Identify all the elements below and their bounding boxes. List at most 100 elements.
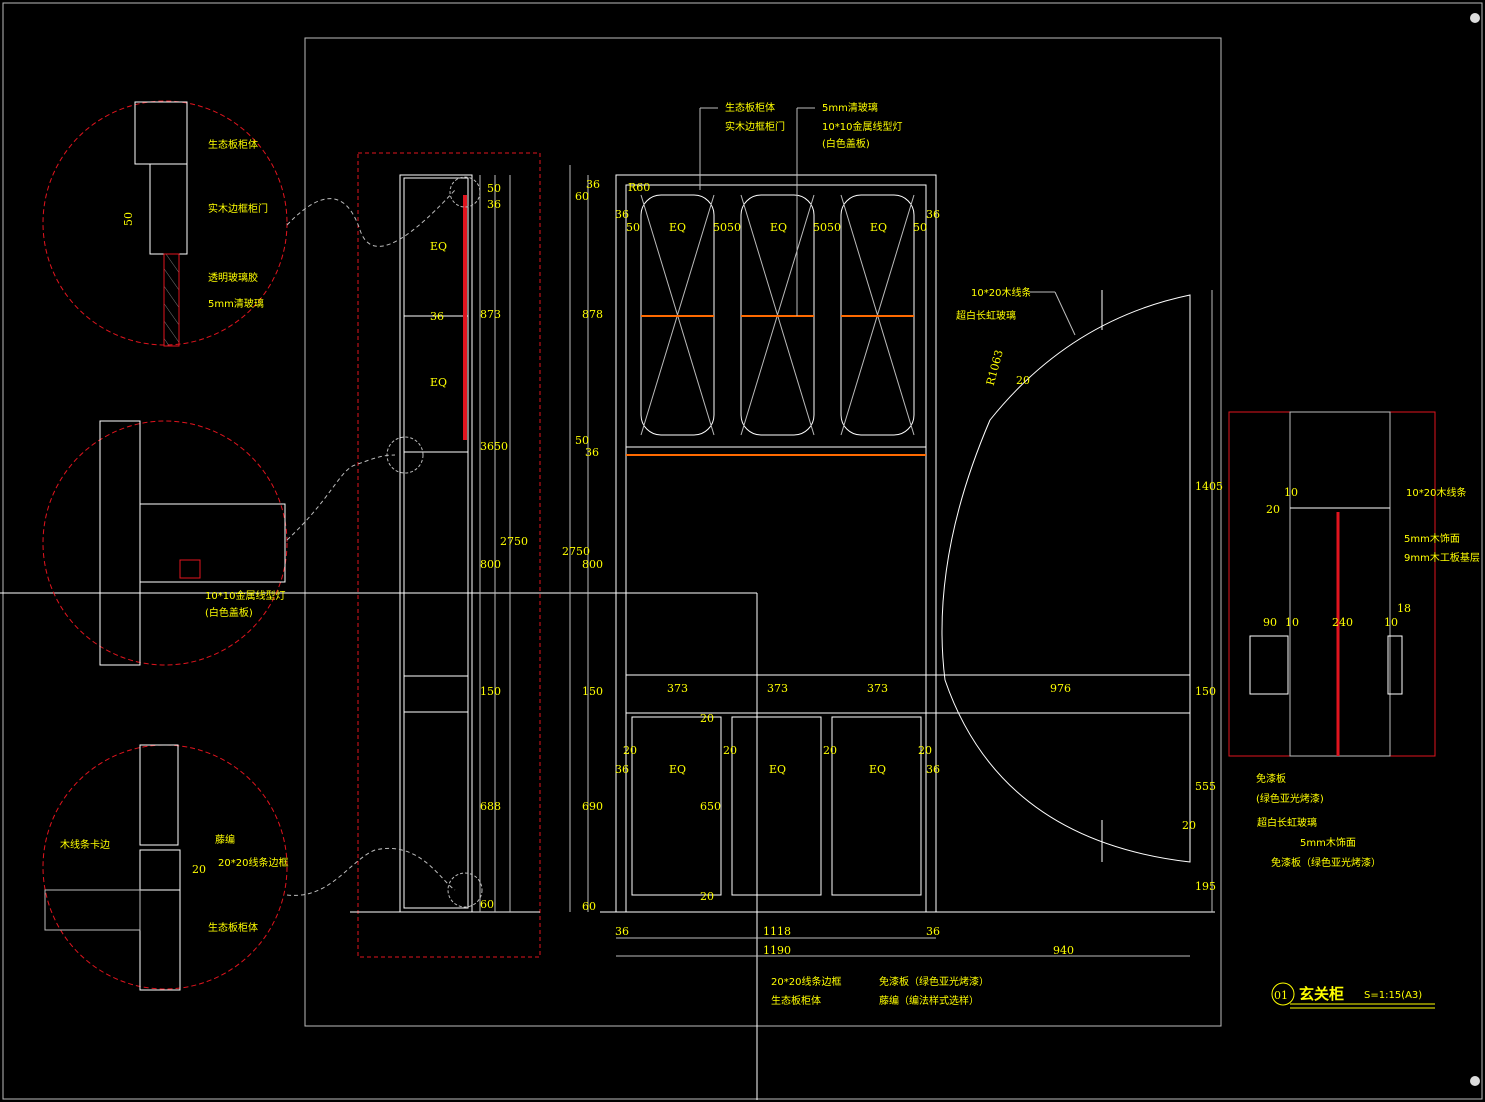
callouts-section: 10*20木线条 5mm木饰面 9mm木工板基层 免漆板 (绿色亚光烤漆) 超白…: [1256, 486, 1480, 869]
svg-text:150: 150: [1195, 685, 1216, 698]
svg-text:5mm清玻璃: 5mm清玻璃: [208, 297, 264, 310]
svg-text:10: 10: [1384, 616, 1398, 629]
svg-text:实木边框柜门: 实木边框柜门: [208, 202, 268, 215]
drawing-title: 玄关柜: [1299, 985, 1344, 1003]
callout: 9mm木工板基层: [1404, 551, 1480, 564]
svg-text:10: 10: [1284, 486, 1298, 499]
callouts-circles: 生态板柜体 实木边框柜门 透明玻璃胶 5mm清玻璃 50 10*10金属线型灯 …: [60, 138, 288, 934]
svg-text:90: 90: [1263, 616, 1277, 629]
leader-curve: [286, 454, 396, 541]
svg-text:50: 50: [626, 221, 640, 234]
detail-circle-bottom: [42, 744, 288, 991]
svg-text:1405: 1405: [1195, 480, 1223, 493]
svg-text:36: 36: [615, 208, 629, 221]
callout: (白色盖板): [822, 137, 870, 150]
svg-text:50: 50: [713, 221, 727, 234]
svg-text:50: 50: [913, 221, 927, 234]
svg-text:(白色盖板): (白色盖板): [205, 606, 253, 619]
svg-text:36: 36: [586, 178, 600, 191]
callout: 20*20线条边框: [771, 975, 841, 988]
svg-text:木线条卡边: 木线条卡边: [60, 838, 110, 851]
svg-text:20: 20: [918, 744, 932, 757]
svg-text:690: 690: [582, 800, 603, 813]
svg-text:50: 50: [487, 182, 501, 195]
svg-text:940: 940: [1053, 944, 1074, 957]
round-glass-panel: [941, 290, 1191, 863]
svg-text:873: 873: [480, 308, 501, 321]
svg-text:藤编: 藤编: [215, 833, 235, 846]
svg-text:20: 20: [1016, 374, 1030, 387]
callouts-round: 10*20木线条 超白长虹玻璃: [956, 286, 1076, 336]
svg-text:36: 36: [615, 763, 629, 776]
detail-circle-middle: [42, 420, 288, 666]
svg-text:60: 60: [480, 898, 494, 911]
svg-text:878: 878: [582, 308, 603, 321]
dims-round: R1063 20 1405 150 555 20 195: [984, 290, 1223, 912]
svg-text:150: 150: [582, 685, 603, 698]
svg-text:240: 240: [1332, 616, 1353, 629]
leader-curve: [286, 189, 456, 247]
svg-text:688: 688: [480, 800, 501, 813]
svg-text:373: 373: [667, 682, 688, 695]
svg-text:36: 36: [487, 198, 501, 211]
svg-text:50: 50: [575, 434, 589, 447]
front-elevation: [600, 174, 1215, 913]
svg-text:150: 150: [480, 685, 501, 698]
callout: 生态板柜体: [771, 994, 821, 1007]
svg-text:60: 60: [575, 190, 589, 203]
title-block: 01 玄关柜 S=1:15(A3): [1271, 982, 1435, 1009]
svg-text:2750: 2750: [500, 535, 528, 548]
svg-text:650: 650: [700, 800, 721, 813]
callout: 藤编（编法样式选样）: [879, 994, 979, 1007]
svg-text:800: 800: [582, 558, 603, 571]
callout: 10*10金属线型灯: [822, 120, 902, 133]
svg-text:60: 60: [582, 900, 596, 913]
callout: (绿色亚光烤漆): [1256, 792, 1324, 805]
svg-text:生态板柜体: 生态板柜体: [208, 921, 258, 934]
svg-text:36: 36: [585, 446, 599, 459]
side-view: [350, 152, 541, 958]
dims-section: 10 20 90 10 240 10 18: [1263, 486, 1411, 629]
svg-text:18: 18: [1397, 602, 1411, 615]
svg-text:20: 20: [192, 863, 206, 876]
callouts-bottom: 20*20线条边框 生态板柜体 免漆板（绿色亚光烤漆） 藤编（编法样式选样）: [771, 975, 989, 1007]
svg-text:36: 36: [926, 208, 940, 221]
svg-text:20: 20: [623, 744, 637, 757]
svg-text:555: 555: [1195, 780, 1216, 793]
svg-text:50: 50: [827, 221, 841, 234]
svg-text:EQ: EQ: [430, 376, 447, 389]
title-number-circle: [1271, 982, 1295, 1006]
callout: 5mm木饰面: [1404, 532, 1460, 545]
dims-front-mid: 373 373 373 976: [667, 682, 1071, 695]
svg-text:373: 373: [767, 682, 788, 695]
svg-text:EQ: EQ: [870, 221, 887, 234]
svg-text:EQ: EQ: [869, 763, 886, 776]
svg-text:50: 50: [122, 212, 135, 226]
dims-front-top: R60 36 50 EQ 50 50 EQ 50 50 EQ 50 36: [615, 181, 940, 234]
title-number: 01: [1274, 989, 1288, 1002]
svg-text:50: 50: [727, 221, 741, 234]
svg-text:10: 10: [1285, 616, 1299, 629]
callout: 10*20木线条: [1406, 486, 1466, 499]
dims-side: 50 36 EQ 36 EQ 873 3650 800 2750 150 688…: [430, 175, 528, 912]
svg-text:EQ: EQ: [770, 221, 787, 234]
svg-text:2750: 2750: [562, 545, 590, 558]
svg-text:36: 36: [430, 310, 444, 323]
callouts-top: 生态板柜体 实木边框柜门 5mm清玻璃 10*10金属线型灯 (白色盖板): [699, 101, 902, 316]
callout: 超白长虹玻璃: [956, 309, 1016, 322]
svg-text:50: 50: [813, 221, 827, 234]
drawing-scale: S=1:15(A3): [1364, 990, 1422, 1001]
callout: 5mm清玻璃: [822, 101, 878, 114]
callout: 免漆板: [1256, 772, 1286, 785]
callout: 超白长虹玻璃: [1257, 816, 1317, 829]
corner-mark: [1470, 1076, 1480, 1086]
dims-front-left: 60 36 878 50 36 800 2750 150 690 60: [562, 165, 603, 913]
svg-text:透明玻璃胶: 透明玻璃胶: [208, 271, 258, 284]
svg-text:36: 36: [926, 763, 940, 776]
detail-circle-top: [42, 100, 288, 347]
dims-front-bottom: 36 1118 36 1190 940: [615, 925, 1190, 957]
svg-text:20: 20: [723, 744, 737, 757]
svg-text:EQ: EQ: [430, 240, 447, 253]
callout: 免漆板（绿色亚光烤漆）: [1271, 856, 1381, 869]
